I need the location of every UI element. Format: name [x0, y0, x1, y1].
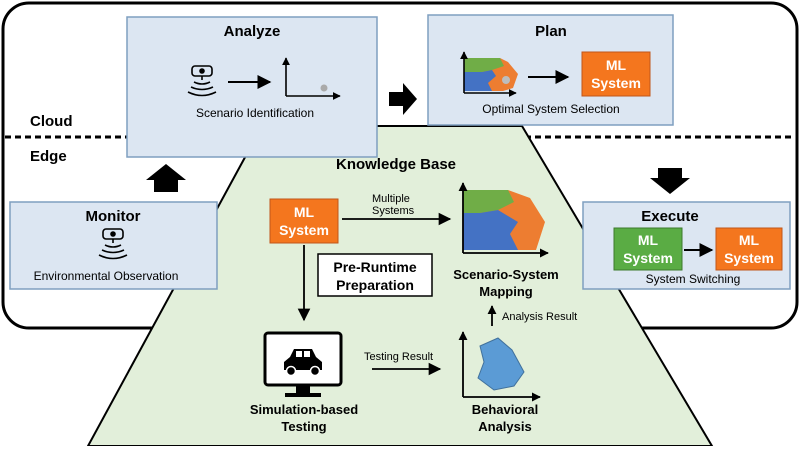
scenario-system-mapping-chart: [458, 182, 549, 258]
analyze-caption: Scenario Identification: [196, 106, 314, 120]
monitor-sensor-icon: [98, 228, 128, 260]
mapping-label-line1: Scenario-System: [453, 267, 559, 282]
behavioral-analysis-chart: [458, 331, 541, 402]
mapping-label-line2: Mapping: [479, 284, 532, 299]
pre-runtime-line1: Pre-Runtime: [333, 259, 416, 275]
knowledge-base-title: Knowledge Base: [336, 156, 456, 173]
kb-ml-line1: ML: [294, 204, 315, 220]
execute-ml-system-current: [613, 227, 683, 271]
analyze-title: Analyze: [224, 23, 281, 40]
execute-title: Execute: [641, 208, 699, 225]
analyze-panel: [126, 16, 378, 158]
plan-caption: Optimal System Selection: [482, 102, 619, 116]
kb-ml-system: [269, 198, 339, 244]
kb-ml-line2: System: [279, 222, 329, 238]
arrow-analyze-to-plan: [389, 83, 417, 115]
pre-runtime-line2: Preparation: [336, 277, 414, 293]
car-icon: [284, 349, 322, 370]
pre-runtime-box: [317, 253, 433, 297]
behavioral-label-line1: Behavioral: [472, 402, 538, 417]
multiple-systems-line1: Multiple: [372, 193, 410, 205]
plan-mini-map: [460, 51, 518, 97]
execute-ml-b-line2: System: [724, 250, 774, 266]
execute-ml-system-new: [715, 227, 783, 271]
plan-ml-line2: System: [591, 75, 641, 91]
execute-ml-b-line1: ML: [739, 232, 760, 248]
simulation-monitor-icon: [263, 331, 343, 397]
simulation-label-line2: Testing: [281, 419, 326, 434]
analysis-result-label: Analysis Result: [502, 311, 577, 323]
monitor-panel: [9, 201, 218, 290]
sensor-icon: [187, 65, 217, 97]
plan-ml-system: [581, 51, 651, 97]
scenario-point: [320, 84, 328, 92]
execute-caption: System Switching: [646, 272, 741, 286]
execute-ml-a-line2: System: [623, 250, 673, 266]
edge-label: Edge: [30, 148, 67, 165]
monitor-title: Monitor: [86, 208, 141, 225]
plan-title: Plan: [535, 23, 567, 40]
behavioral-label-line2: Analysis: [478, 419, 531, 434]
execute-ml-a-line1: ML: [638, 232, 659, 248]
testing-result-label: Testing Result: [364, 351, 433, 363]
plan-ml-line1: ML: [606, 57, 627, 73]
monitor-caption: Environmental Observation: [34, 269, 179, 283]
simulation-label-line1: Simulation-based: [250, 402, 358, 417]
arrow-plan-to-execute: [650, 168, 690, 194]
cloud-label: Cloud: [30, 113, 73, 130]
arrow-monitor-to-analyze: [146, 164, 186, 192]
multiple-systems-line2: Systems: [372, 205, 415, 217]
scenario-axes: [282, 57, 341, 100]
